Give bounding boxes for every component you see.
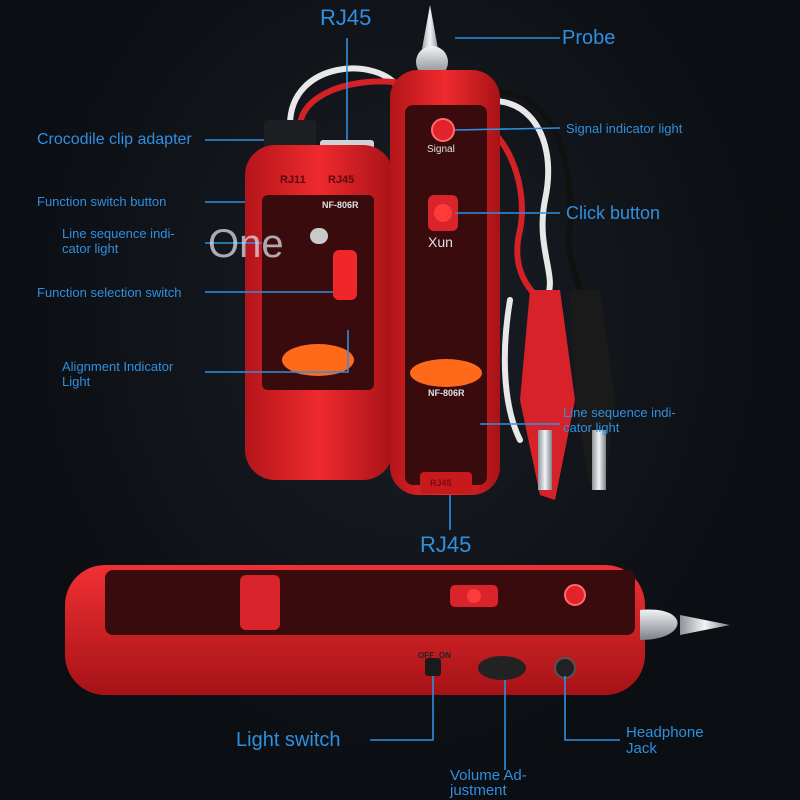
watermark: One — [208, 222, 284, 266]
leader-lines — [205, 37, 620, 770]
click-button-label: Click button — [566, 203, 661, 223]
light-switch-label: Light switch — [236, 729, 341, 751]
function-button-label: Function switch button — [37, 194, 167, 209]
signal-text: Signal — [427, 144, 455, 155]
transmitter-device — [245, 120, 393, 480]
probe-label: Probe — [562, 27, 616, 49]
alignment-label: Alignment Indicator Light — [62, 359, 174, 389]
function-select-label: Function selection switch — [37, 285, 182, 300]
line-seq-right-label: Line sequence indi- cator light — [563, 405, 676, 435]
xun-text: Xun — [428, 234, 453, 250]
on-text: ON — [439, 651, 451, 660]
volume-adjustment-label: Volume Ad- justment — [450, 767, 527, 799]
crocodile-clips — [520, 290, 615, 500]
off-text: OFF — [418, 651, 434, 660]
rj45-bottom-label: RJ45 — [420, 532, 472, 557]
signal-light-label: Signal indicator light — [566, 121, 683, 136]
device-rj11-text: RJ11 — [280, 174, 306, 186]
receiver-device-upright — [390, 5, 500, 495]
rj45-top-label: RJ45 — [320, 5, 372, 30]
crocodile-clip-label: Crocodile clip adapter — [37, 131, 192, 148]
transmitter-model-text: NF-806R — [322, 200, 359, 210]
line-seq-left-label: Line sequence indi- cator light — [62, 226, 175, 256]
receiver-model-text: NF-806R — [428, 388, 465, 398]
receiver-rj45-text: RJ45 — [430, 478, 452, 488]
receiver-device-horizontal — [65, 565, 730, 695]
headphone-jack-label: Headphone Jack — [626, 724, 704, 757]
device-rj45-text: RJ45 — [328, 174, 355, 186]
